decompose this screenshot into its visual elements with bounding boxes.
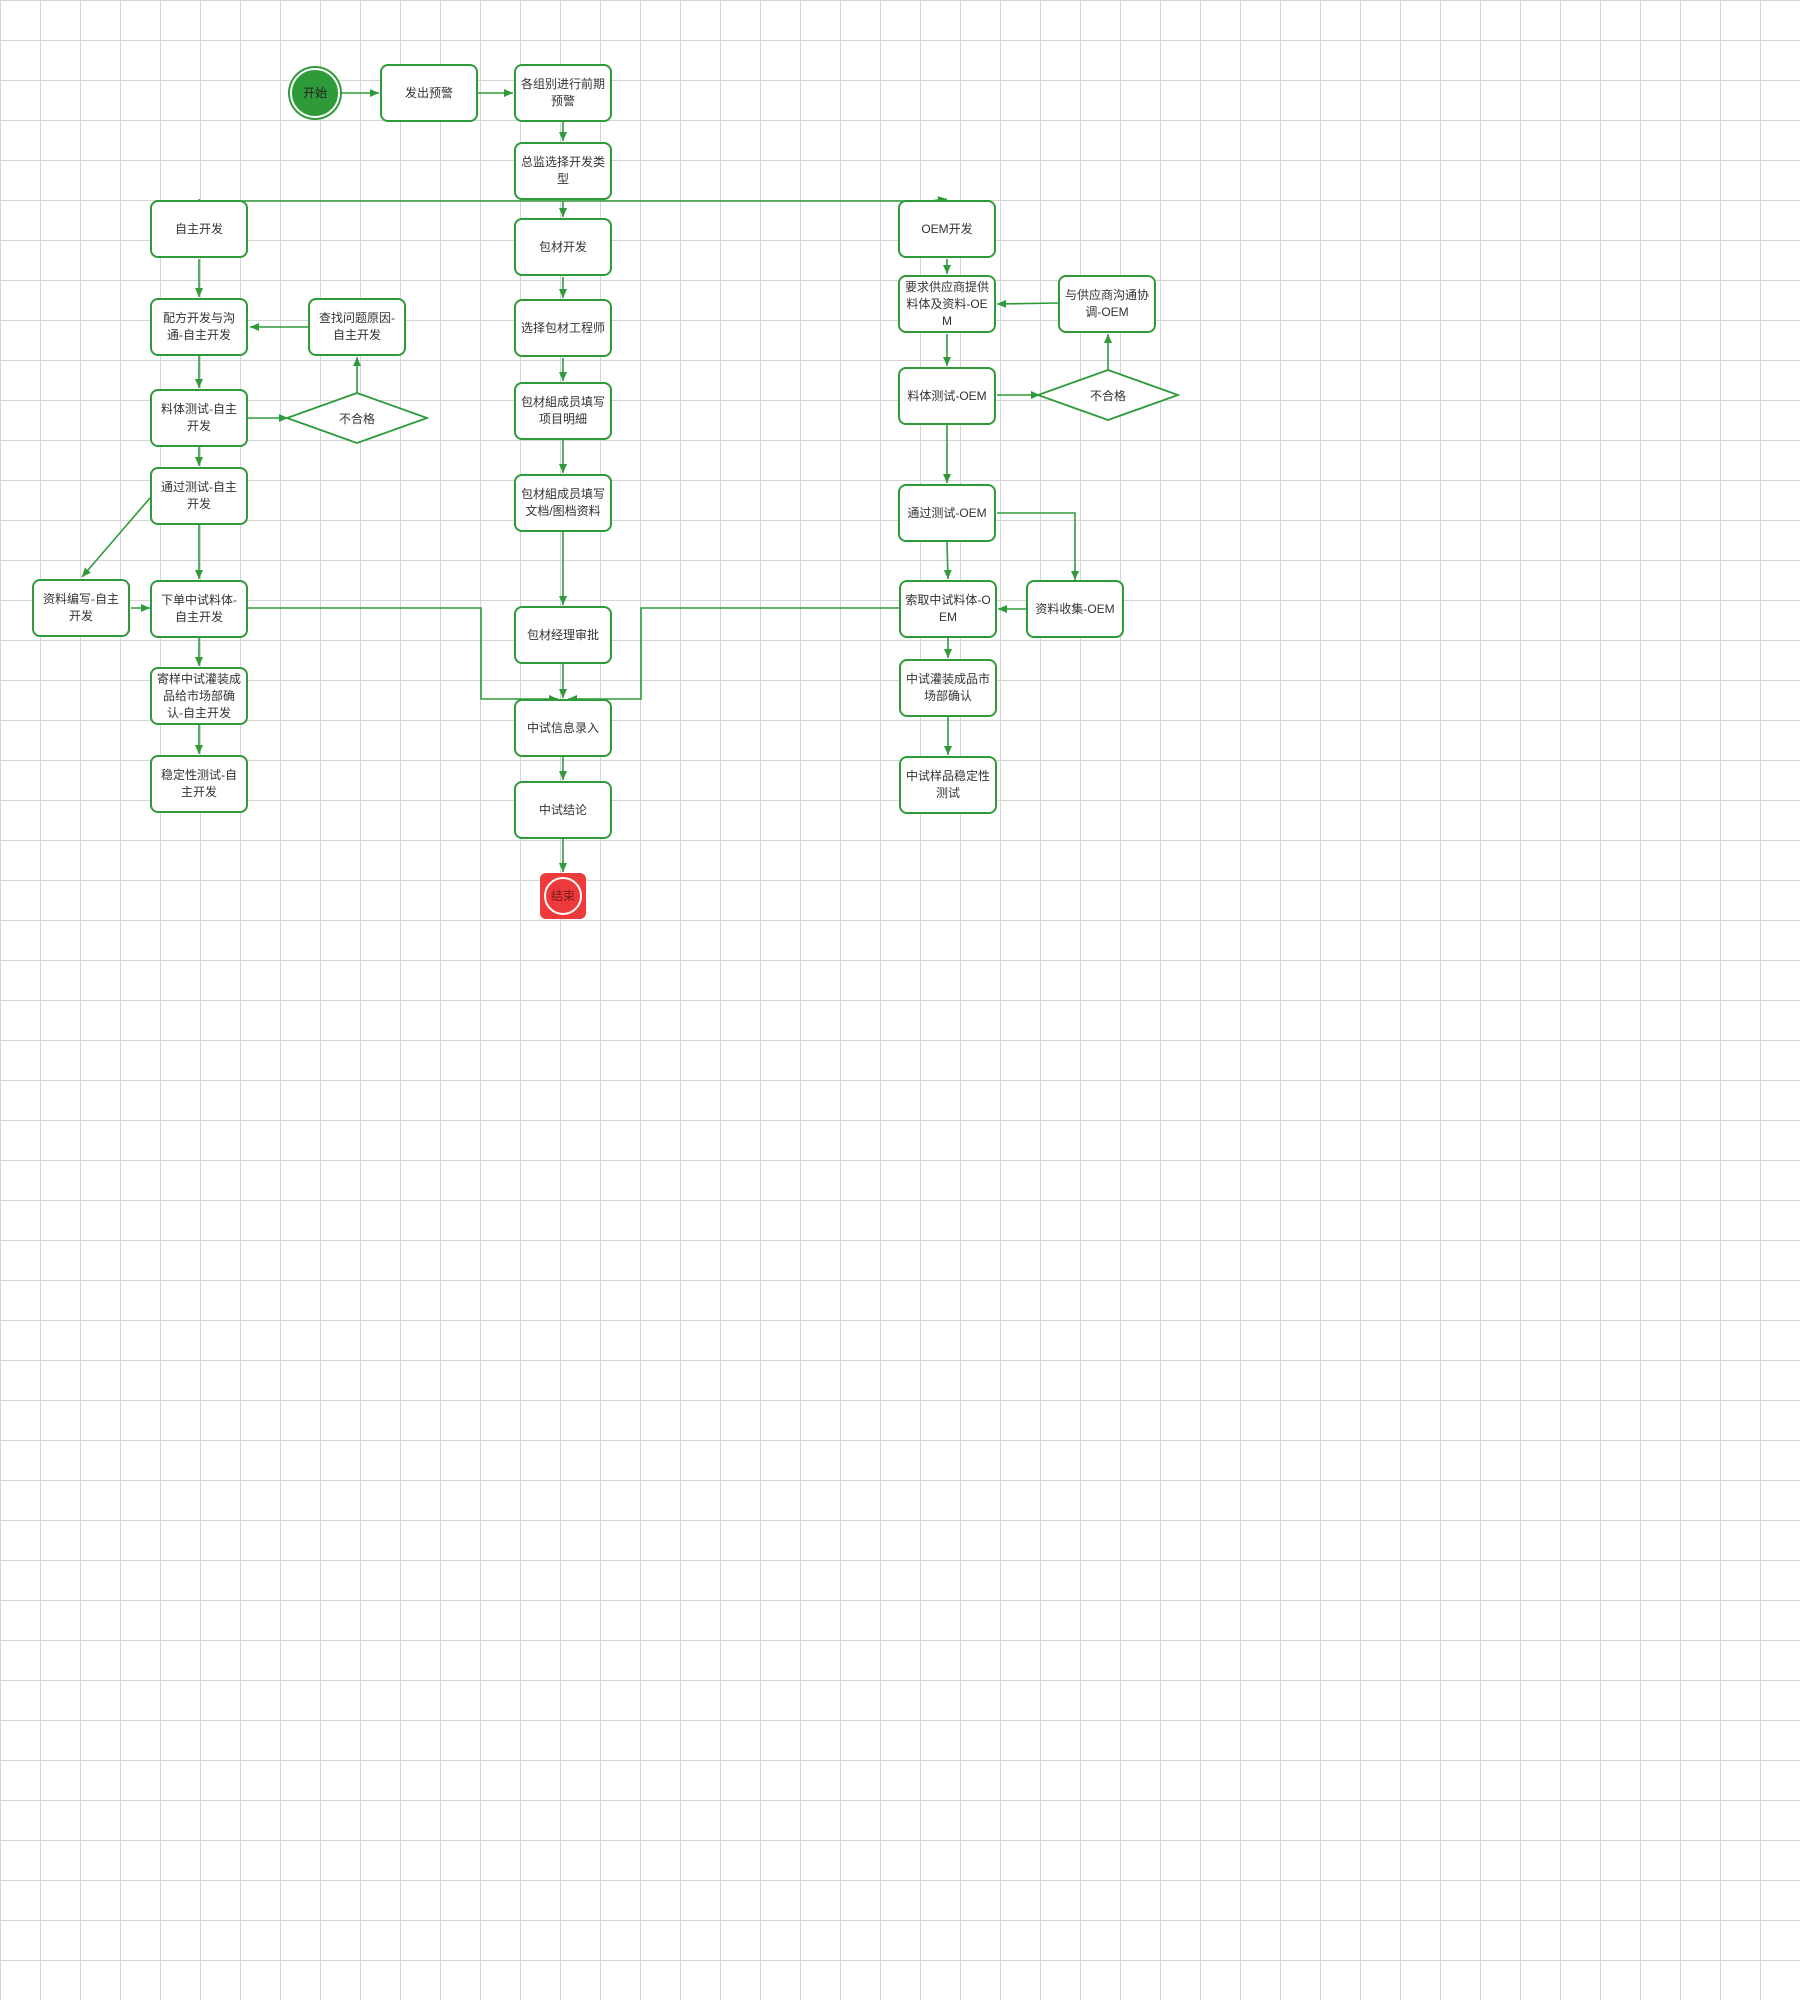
edge-pass-to-docs — [81, 497, 151, 578]
node-material-test-oem-label: 料体测试-OEM — [907, 388, 987, 403]
node-material-test-self[interactable]: 料体测试-自主开发 — [150, 389, 248, 447]
node-fill-docs-label: 包材組成员填写文档/图档资料 — [520, 487, 605, 518]
node-director-select-type[interactable]: 总监选择开发类型 — [514, 142, 612, 200]
node-pass-test-self-label: 通过测试-自主开发 — [161, 480, 237, 511]
edge-request-to-pilot-entry — [568, 607, 899, 703]
node-order-pilot-self[interactable]: 下单中试料体-自主开发 — [150, 580, 248, 638]
node-pilot-conclusion-label: 中试结论 — [538, 802, 587, 817]
decision-fail-oem[interactable] — [1035, 369, 1181, 421]
node-communicate-supplier-label: 与供应商沟通协调-OEM — [1064, 288, 1149, 319]
node-stability-oem[interactable]: 中试样品稳定性测试 — [899, 756, 997, 814]
node-stability-self-label: 稳定性测试-自主开发 — [161, 768, 237, 799]
node-fill-docs[interactable]: 包材組成员填写文档/图档资料 — [514, 474, 612, 532]
node-pass-test-self[interactable]: 通过测试-自主开发 — [150, 467, 248, 525]
node-pass-test-oem-label: 通过测试-OEM — [907, 505, 987, 520]
node-oem-dev[interactable]: OEM开发 — [898, 200, 996, 258]
node-select-pkg-engineer-label: 选择包材工程师 — [520, 320, 605, 335]
node-pilot-conclusion[interactable]: 中试结论 — [514, 781, 612, 839]
node-find-cause[interactable]: 查找问题原因-自主开发 — [308, 298, 406, 356]
node-director-select-type-label: 总监选择开发类型 — [520, 155, 605, 186]
node-pkg-manager-approve[interactable]: 包材经理审批 — [514, 606, 612, 664]
start-node-label: 开始 — [302, 85, 327, 100]
node-formula-dev-label: 配方开发与沟通-自主开发 — [162, 311, 235, 342]
node-pkg-dev-label: 包材开发 — [538, 239, 587, 254]
end-node-label: 结束 — [550, 888, 575, 903]
node-pkg-manager-approve-label: 包材经理审批 — [526, 627, 599, 642]
node-material-test-oem[interactable]: 料体测试-OEM — [898, 367, 996, 425]
node-find-cause-label: 查找问题原因-自主开发 — [319, 311, 395, 342]
node-doc-writing-label: 资料编写-自主开发 — [43, 592, 119, 623]
node-issue-warning[interactable]: 发出预警 — [380, 64, 478, 122]
edge-communicate-to-require — [996, 299, 1059, 308]
end-node-ring — [544, 877, 582, 915]
node-fill-project-detail[interactable]: 包材組成员填写项目明細 — [514, 382, 612, 440]
node-order-pilot-self-label: 下单中试料体-自主开发 — [161, 593, 237, 624]
node-request-pilot-oem[interactable]: 索取中试料体-OEM — [899, 580, 997, 638]
node-formula-dev[interactable]: 配方开发与沟通-自主开发 — [150, 298, 248, 356]
edge-order-to-pilot-entry — [248, 607, 558, 703]
node-groups-pre-warning-label: 各组别进行前期预警 — [520, 77, 605, 108]
node-collect-docs-oem-label: 资料收集-OEM — [1035, 601, 1115, 616]
node-sample-confirm-self-label: 寄样中试灌装成品给市场部确认-自主开发 — [156, 671, 241, 720]
node-pass-test-oem[interactable]: 通过测试-OEM — [898, 484, 996, 542]
node-material-test-self-label: 料体测试-自主开发 — [161, 402, 237, 433]
node-oem-dev-label: OEM开发 — [921, 221, 973, 236]
edge-pass-to-collect — [997, 512, 1079, 580]
end-node[interactable]: 结束 — [540, 873, 586, 919]
node-fill-project-detail-label: 包材組成员填写项目明細 — [520, 395, 605, 426]
node-self-dev[interactable]: 自主开发 — [150, 200, 248, 258]
node-market-confirm-oem[interactable]: 中试灌装成品市场部确认 — [899, 659, 997, 717]
node-pilot-info-entry-label: 中试信息录入 — [526, 720, 599, 735]
node-issue-warning-label: 发出预警 — [404, 85, 453, 100]
node-select-pkg-engineer[interactable]: 选择包材工程师 — [514, 299, 612, 357]
node-sample-confirm-self[interactable]: 寄样中试灌装成品给市场部确认-自主开发 — [150, 667, 248, 725]
node-stability-oem-label: 中试样品稳定性测试 — [905, 769, 990, 800]
node-doc-writing[interactable]: 资料编写-自主开发 — [32, 579, 130, 637]
decision-fail-self[interactable] — [284, 392, 430, 444]
edge-pass-to-request — [943, 541, 952, 580]
node-market-confirm-oem-label: 中试灌装成品市场部确认 — [905, 672, 990, 703]
node-pkg-dev[interactable]: 包材开发 — [514, 218, 612, 276]
node-require-supplier[interactable]: 要求供应商提供料体及资料-OEM — [898, 275, 996, 333]
node-stability-self[interactable]: 稳定性测试-自主开发 — [150, 755, 248, 813]
node-pilot-info-entry[interactable]: 中试信息录入 — [514, 699, 612, 757]
node-self-dev-label: 自主开发 — [174, 221, 223, 236]
start-node[interactable]: 开始 — [290, 68, 340, 118]
node-groups-pre-warning[interactable]: 各组别进行前期预警 — [514, 64, 612, 122]
node-request-pilot-oem-label: 索取中试料体-OEM — [905, 593, 991, 624]
node-collect-docs-oem[interactable]: 资料收集-OEM — [1026, 580, 1124, 638]
node-communicate-supplier[interactable]: 与供应商沟通协调-OEM — [1058, 275, 1156, 333]
node-require-supplier-label: 要求供应商提供料体及资料-OEM — [904, 279, 989, 328]
